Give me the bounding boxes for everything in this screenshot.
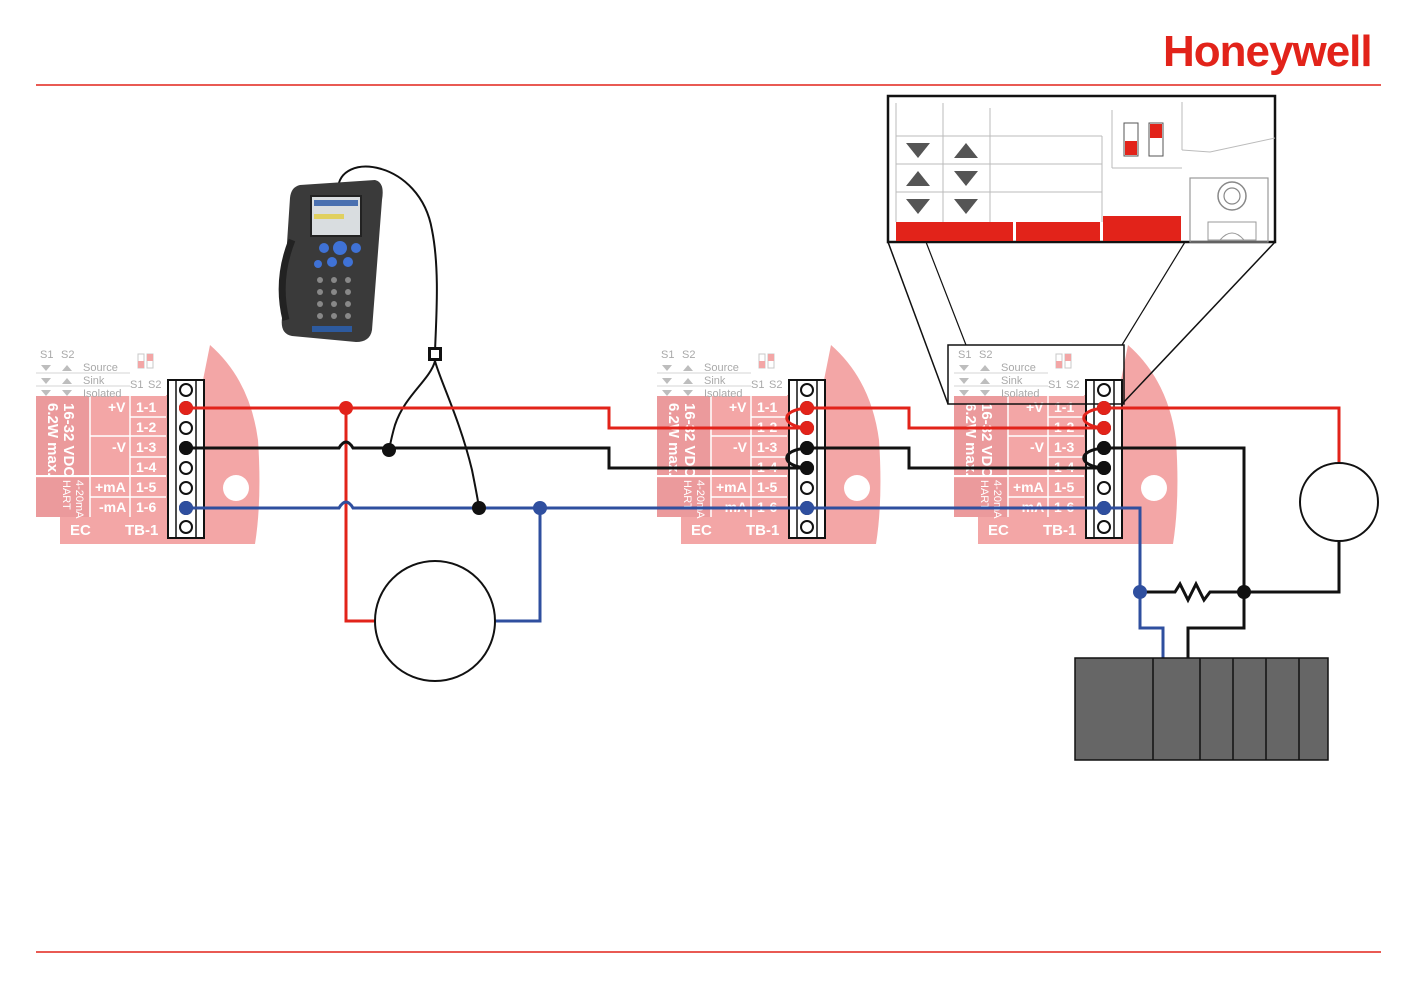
svg-text:16-32 VDC: 16-32 VDC [681,403,698,477]
hart-leads [388,347,480,509]
power-supply-icon [374,560,496,682]
svg-text:HART: HART [978,480,990,510]
svg-text:1-3: 1-3 [1054,439,1074,455]
svg-text:S2: S2 [148,379,161,391]
svg-text:Sink: Sink [704,375,726,387]
zoom-callout [886,94,1277,405]
svg-text:+V: +V [729,399,747,415]
svg-text:TB-1: TB-1 [746,522,779,539]
svg-text:-V: -V [1030,439,1045,455]
honeywell-logo: Honeywell [1163,27,1372,76]
svg-text:6.2W max.: 6.2W max. [665,403,682,476]
svg-text:4-20mA: 4-20mA [73,480,85,519]
svg-text:1-3: 1-3 [136,439,156,455]
signal-wires [186,500,1165,658]
svg-text:S2: S2 [682,349,695,361]
svg-text:TB-1: TB-1 [1043,522,1076,539]
svg-text:16-32 VDC: 16-32 VDC [60,403,77,477]
svg-text:4-20mA: 4-20mA [991,480,1003,519]
svg-text:TB-1: TB-1 [125,522,158,539]
svg-text:S1: S1 [958,349,971,361]
svg-text:HART: HART [681,480,693,510]
hart-communicator-icon [278,165,438,353]
load-icon [1299,462,1379,542]
svg-text:EC: EC [691,522,712,539]
svg-text:1-2: 1-2 [136,419,156,435]
svg-text:Source: Source [1001,362,1036,374]
terminal-block-2-labels: S1 S2 Source Sink Isolated S1 S2 16-32 V… [661,349,782,539]
svg-text:Source: Source [83,362,118,374]
svg-text:Source: Source [704,362,739,374]
svg-text:EC: EC [988,522,1009,539]
svg-text:1-3: 1-3 [757,439,777,455]
svg-text:1-6: 1-6 [136,499,156,515]
svg-text:Sink: Sink [1001,375,1023,387]
svg-text:1-5: 1-5 [757,479,777,495]
svg-text:Isolated: Isolated [83,388,122,400]
svg-text:1-5: 1-5 [1054,479,1074,495]
svg-text:+mA: +mA [95,479,126,495]
svg-text:S1: S1 [1048,379,1061,391]
svg-text:Isolated: Isolated [1001,388,1040,400]
svg-text:S1: S1 [661,349,674,361]
svg-text:1-1: 1-1 [1054,399,1074,415]
svg-text:6.2W max.: 6.2W max. [44,403,61,476]
svg-text:EC: EC [70,522,91,539]
svg-text:S1: S1 [751,379,764,391]
terminal-block-1-labels: S1 S2 Source Sink Isolated S1 S2 16-32 V… [40,349,161,539]
svg-text:S2: S2 [769,379,782,391]
resistor-icon [1140,580,1244,604]
junction-dots [179,401,1251,599]
svg-text:S2: S2 [979,349,992,361]
svg-text:Sink: Sink [83,375,105,387]
svg-text:4-20mA: 4-20mA [694,480,706,519]
control-system-rack-icon [1074,657,1329,761]
svg-text:S2: S2 [1066,379,1079,391]
svg-text:S1: S1 [130,379,143,391]
svg-text:+mA: +mA [716,479,747,495]
svg-text:HART: HART [60,480,72,510]
svg-text:1-1: 1-1 [136,399,156,415]
svg-text:1-4: 1-4 [136,459,156,475]
svg-text:S1: S1 [40,349,53,361]
svg-text:+mA: +mA [1013,479,1044,495]
svg-text:S2: S2 [61,349,74,361]
svg-text:6.2W max.: 6.2W max. [962,403,979,476]
svg-text:-mA: -mA [99,499,126,515]
svg-text:16-32 VDC: 16-32 VDC [978,403,995,477]
svg-text:1-1: 1-1 [757,399,777,415]
svg-text:-V: -V [112,439,127,455]
svg-text:Isolated: Isolated [704,388,743,400]
svg-text:1-5: 1-5 [136,479,156,495]
svg-text:+V: +V [108,399,126,415]
svg-text:+V: +V [1026,399,1044,415]
svg-text:-V: -V [733,439,748,455]
